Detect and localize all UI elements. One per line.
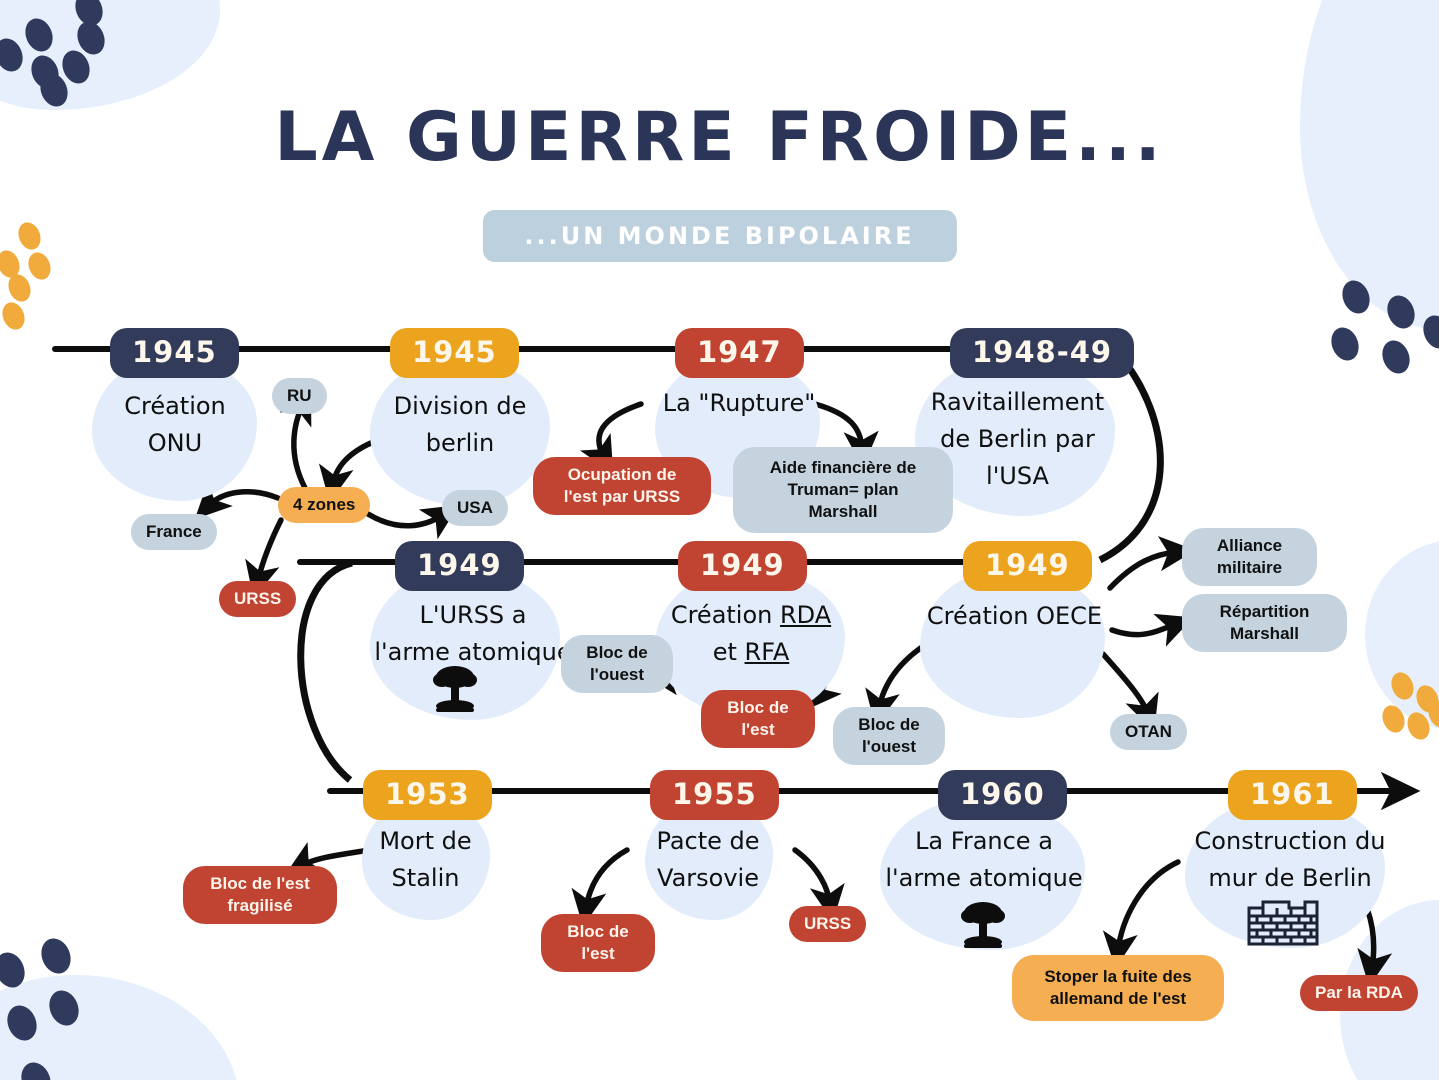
event-blob	[370, 356, 550, 506]
badge-plan-marshall[interactable]: Aide financière de Truman= plan Marshall	[733, 447, 953, 534]
badge-bloc-est-2[interactable]: Bloc de l'est	[541, 914, 655, 973]
badge-4-zones[interactable]: 4 zones	[278, 487, 371, 524]
badge-otan[interactable]: OTAN	[1110, 714, 1187, 751]
badge-occupation-est[interactable]: Ocupation de l'est par URSS	[533, 457, 711, 516]
year-pill[interactable]: 1960	[938, 770, 1067, 820]
mushroom-cloud-icon	[430, 662, 480, 719]
year-pill[interactable]: 1961	[1228, 770, 1357, 820]
event-label: La "Rupture"	[662, 389, 816, 417]
event-blob	[920, 568, 1105, 718]
event-blob	[370, 568, 560, 720]
badge-par-la-rda[interactable]: Par la RDA	[1300, 975, 1418, 1012]
mushroom-cloud-icon	[958, 898, 1008, 955]
event-blob	[92, 356, 257, 501]
page-subtitle: ...UN MONDE BIPOLAIRE	[524, 222, 915, 250]
year-pill[interactable]: 1949	[395, 541, 524, 591]
year-pill[interactable]: 1947	[675, 328, 804, 378]
subtitle-banner: ...UN MONDE BIPOLAIRE	[482, 210, 957, 262]
badge-ru[interactable]: RU	[272, 378, 327, 415]
badge-usa[interactable]: USA	[442, 490, 508, 527]
badge-bloc-est-1[interactable]: Bloc de l'est	[701, 690, 815, 749]
year-pill[interactable]: 1945	[390, 328, 519, 378]
page-title: LA GUERRE FROIDE...	[274, 98, 1165, 177]
year-pill[interactable]: 1949	[963, 541, 1092, 591]
year-pill[interactable]: 1948-49	[950, 328, 1135, 378]
badge-france[interactable]: France	[131, 514, 217, 551]
year-pill[interactable]: 1945	[110, 328, 239, 378]
year-pill[interactable]: 1955	[650, 770, 779, 820]
badge-bloc-ouest-2[interactable]: Bloc de l'ouest	[833, 707, 945, 766]
badge-urss-1945[interactable]: URSS	[219, 581, 297, 618]
event-label: Création OECE	[926, 602, 1103, 630]
badge-urss-1955[interactable]: URSS	[789, 906, 867, 943]
brick-wall-icon	[1247, 898, 1319, 953]
badge-repartition-marshall[interactable]: Répartition Marshall	[1182, 594, 1347, 653]
badge-bloc-ouest-1[interactable]: Bloc de l'ouest	[561, 635, 673, 694]
year-pill[interactable]: 1953	[363, 770, 492, 820]
badge-alliance-militaire[interactable]: Alliance militaire	[1182, 528, 1317, 587]
badge-bloc-est-fragilise[interactable]: Bloc de l'est fragilisé	[183, 866, 337, 925]
badge-stoper-fuite[interactable]: Stoper la fuite des allemand de l'est	[1012, 955, 1224, 1022]
year-pill[interactable]: 1949	[678, 541, 807, 591]
